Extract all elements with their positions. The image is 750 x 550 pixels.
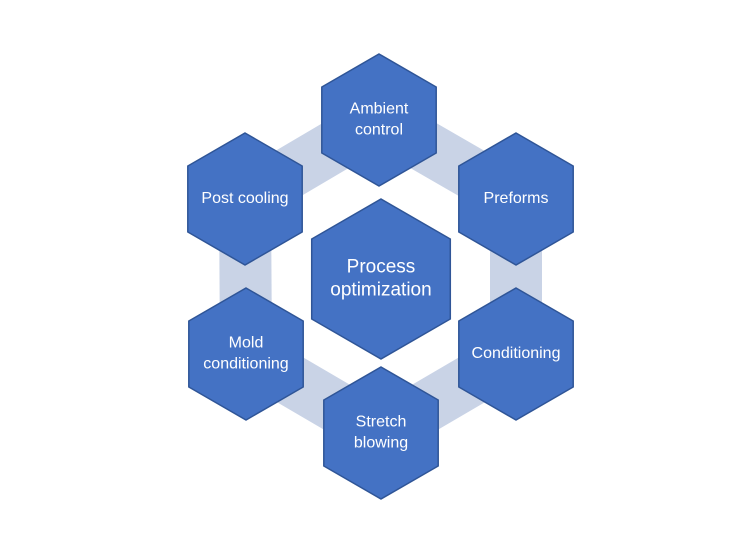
hexagon-post-cooling: Post cooling xyxy=(187,132,303,266)
hexagon-label-line: Post cooling xyxy=(201,190,288,207)
hexagon-stretch-blowing: Stretch blowing xyxy=(323,366,439,500)
hexagon-label-line: conditioning xyxy=(203,356,288,373)
hexagon-label-line: Conditioning xyxy=(472,345,561,362)
hexagon-mold-conditioning: Mold conditioning xyxy=(188,287,304,421)
hexagon-label-line: Ambient xyxy=(350,101,409,118)
hexagon-ambient-control: Ambient control xyxy=(321,53,437,187)
center-label-line: Process xyxy=(347,257,416,278)
center-label-line: optimization xyxy=(330,280,431,301)
hexagon-label-line: Preforms xyxy=(484,190,549,207)
hexagon-shape xyxy=(321,53,437,187)
hexagon-label-line: Mold xyxy=(229,335,264,352)
hexagon-shape xyxy=(187,132,303,266)
hexagon-label-line: blowing xyxy=(354,435,408,452)
center-hexagon-shape xyxy=(310,198,452,360)
hexagon-layer: Ambient controlPreformsConditioningStretc… xyxy=(187,53,574,500)
hexagon-shape xyxy=(323,366,439,500)
hexagon-label-line: control xyxy=(355,122,403,139)
hexagon-conditioning: Conditioning xyxy=(458,287,574,421)
hexagon-shape xyxy=(458,132,574,266)
hexagon-shape xyxy=(188,287,304,421)
hexagon-preforms: Preforms xyxy=(458,132,574,266)
hexagon-label-line: Stretch xyxy=(356,414,407,431)
hexagon-shape xyxy=(458,287,574,421)
